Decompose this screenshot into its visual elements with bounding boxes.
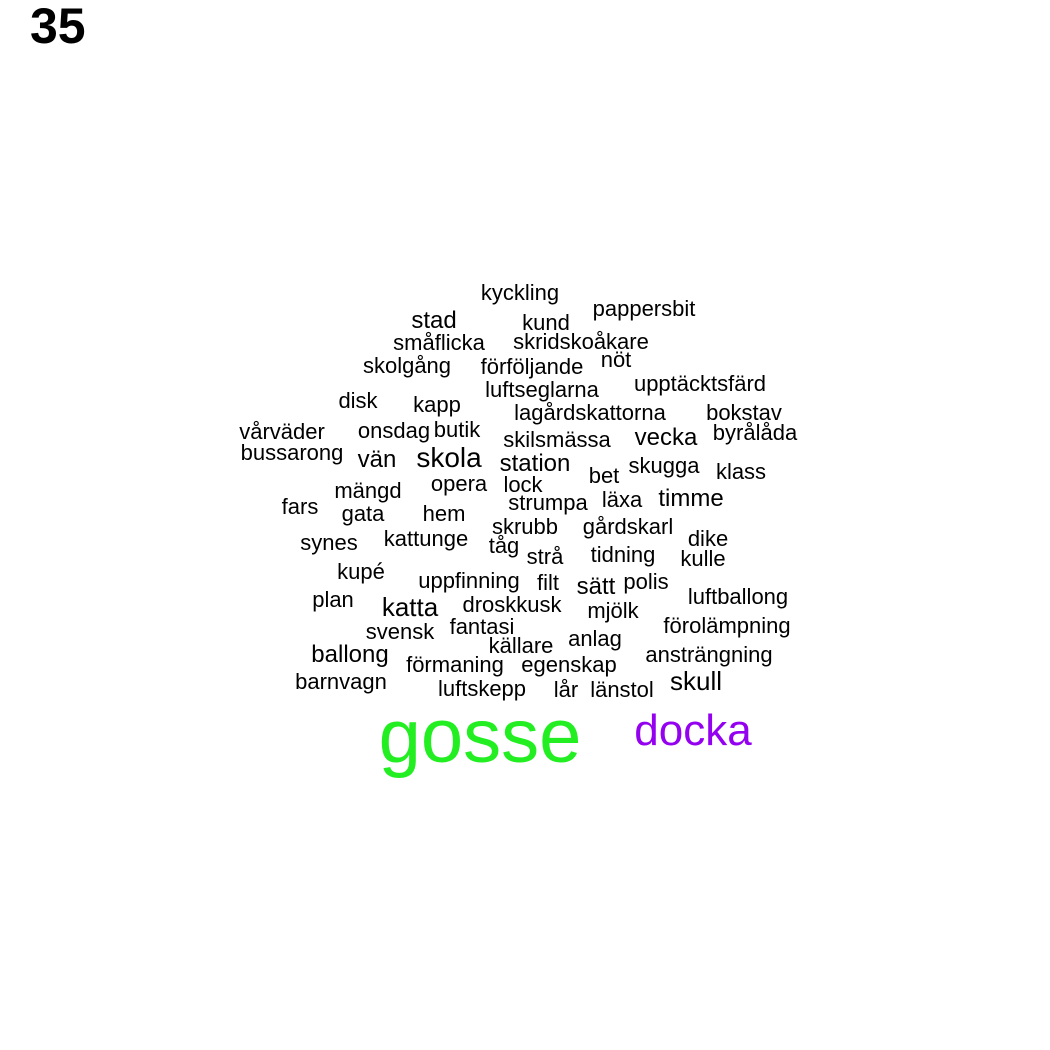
cloud-word: fars (281, 494, 319, 519)
cloud-word: skull (669, 666, 723, 696)
cloud-word: gata (341, 501, 385, 526)
cloud-word: klass (715, 459, 767, 484)
cloud-word: butik (433, 417, 481, 442)
cloud-word: station (499, 450, 571, 477)
cloud-word: länstol (590, 677, 654, 702)
cloud-word: hem (422, 501, 466, 526)
cloud-word: kattunge (383, 526, 469, 551)
cloud-word: nöt (600, 347, 632, 372)
cloud-word: skolgång (362, 353, 452, 378)
cloud-word: fantasi (449, 614, 515, 639)
cloud-word: docka (634, 706, 752, 755)
cloud-word: förolämpning (663, 613, 791, 638)
cloud-word: uppfinning (418, 568, 520, 593)
cloud-word: katta (381, 592, 439, 622)
cloud-word: synes (300, 530, 358, 555)
cloud-word: tidning (590, 542, 656, 567)
cloud-word: bussarong (240, 440, 344, 465)
cloud-word: bet (588, 463, 620, 488)
cloud-word: disk (338, 388, 378, 413)
cloud-word: läxa (601, 487, 643, 512)
cloud-word: vårväder (239, 419, 325, 444)
cloud-word: filt (537, 570, 559, 595)
cloud-word: timme (658, 485, 724, 512)
cloud-word: ballong (311, 641, 389, 668)
cloud-word: onsdag (357, 418, 431, 443)
cloud-word: droskkusk (462, 592, 562, 617)
cloud-word: kapp (413, 392, 461, 417)
cloud-word: polis (623, 569, 669, 594)
cloud-word: gårdskarl (582, 514, 674, 539)
cloud-word: vecka (634, 424, 698, 451)
cloud-word: opera (430, 471, 488, 496)
cloud-word: förmaning (406, 652, 504, 677)
cloud-word: barnvagn (295, 669, 387, 694)
cloud-word: luftskepp (437, 676, 527, 701)
cloud-word: plan (312, 587, 354, 612)
cloud-word: sätt (576, 573, 616, 600)
cloud-word: kyckling (480, 280, 560, 305)
cloud-word: skrubb (491, 514, 559, 539)
cloud-word: vän (357, 446, 397, 473)
cloud-word: dike (687, 526, 729, 551)
cloud-word: tåg (488, 533, 520, 558)
cloud-word: luftseglarna (485, 377, 599, 402)
cloud-word: mjölk (587, 598, 639, 623)
cloud-word: skola (416, 442, 482, 473)
cloud-word: upptäcktsfärd (633, 371, 767, 396)
cloud-word: kupé (337, 559, 385, 584)
cloud-word: skilsmässa (503, 427, 611, 452)
page-number: 35 (30, 0, 86, 54)
cloud-word: förföljande (480, 354, 584, 379)
cloud-word: egenskap (521, 652, 617, 677)
cloud-word: strumpa (508, 490, 588, 515)
cloud-word: pappersbit (592, 296, 696, 321)
cloud-word: anlag (568, 626, 622, 651)
cloud-word: källare (488, 633, 554, 658)
cloud-word: lagårdskattorna (514, 400, 666, 425)
cloud-word: byrålåda (712, 420, 798, 445)
cloud-word: mängd (334, 478, 402, 503)
cloud-word: lock (503, 472, 543, 497)
cloud-word: skugga (628, 453, 700, 478)
cloud-word: stad (411, 307, 457, 334)
cloud-word: strå (526, 544, 564, 569)
cloud-word: lår (553, 677, 579, 702)
cloud-word: gosse (378, 694, 582, 779)
cloud-word: luftballong (687, 584, 789, 609)
cloud-word: svensk (365, 619, 435, 644)
cloud-word: ansträngning (645, 642, 773, 667)
cloud-word: kund (522, 310, 570, 335)
cloud-word: bokstav (706, 400, 782, 425)
cloud-word: skridskoåkare (513, 329, 649, 354)
cloud-word: kulle (680, 546, 726, 571)
cloud-word: småflicka (393, 330, 485, 355)
